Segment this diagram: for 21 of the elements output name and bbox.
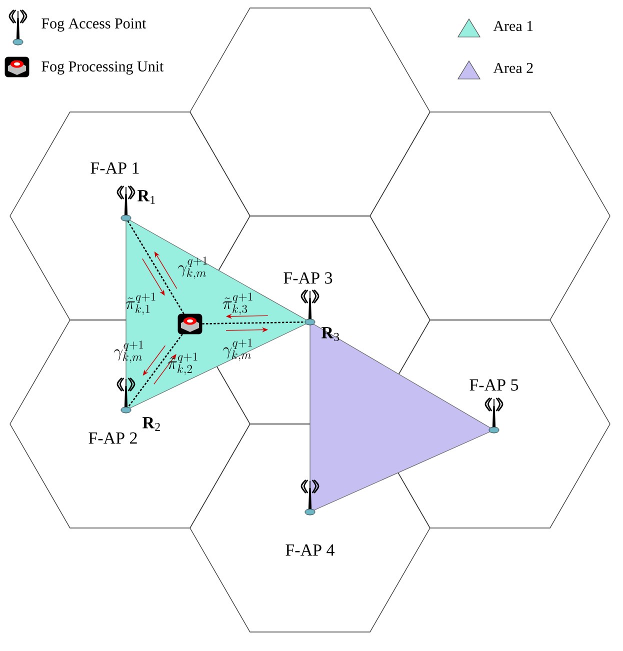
node-label: F-AP 5 bbox=[470, 379, 518, 391]
math-label: $\tilde{\pi}_{k,1}^{q+1}$ bbox=[126, 292, 156, 316]
node-label: F-AP 4 bbox=[286, 544, 335, 556]
processing-unit-icon bbox=[178, 314, 202, 334]
math-label: $\tilde{\pi}_{k,3}^{q+1}$ bbox=[222, 292, 252, 316]
r-label: R$_{1}$ bbox=[138, 190, 155, 204]
legend-label: Fog Access Point bbox=[42, 18, 146, 32]
node-label: F-AP 3 bbox=[284, 272, 332, 284]
math-label: $\tilde{\pi}_{k,2}^{q+1}$ bbox=[168, 352, 198, 376]
node-label: F-AP 2 bbox=[88, 432, 137, 444]
legend-label: Area 1 bbox=[493, 21, 533, 32]
math-label: $\gamma_{k,m}^{q+1}$ bbox=[222, 338, 252, 362]
r-label: R$_{3}$ bbox=[322, 327, 340, 341]
legend-label: Area 2 bbox=[493, 62, 533, 74]
r-label: R$_{2}$ bbox=[142, 417, 160, 431]
dashed-link bbox=[202, 321, 305, 324]
legend-label: Fog Processing Unit bbox=[42, 61, 164, 75]
dashed-link bbox=[127, 220, 184, 314]
math-label: $\gamma_{k,m}^{q+1}$ bbox=[114, 340, 143, 364]
node-label: F-AP 1 bbox=[90, 162, 139, 174]
math-label: $\gamma_{k,m}^{q+1}$ bbox=[178, 256, 207, 280]
